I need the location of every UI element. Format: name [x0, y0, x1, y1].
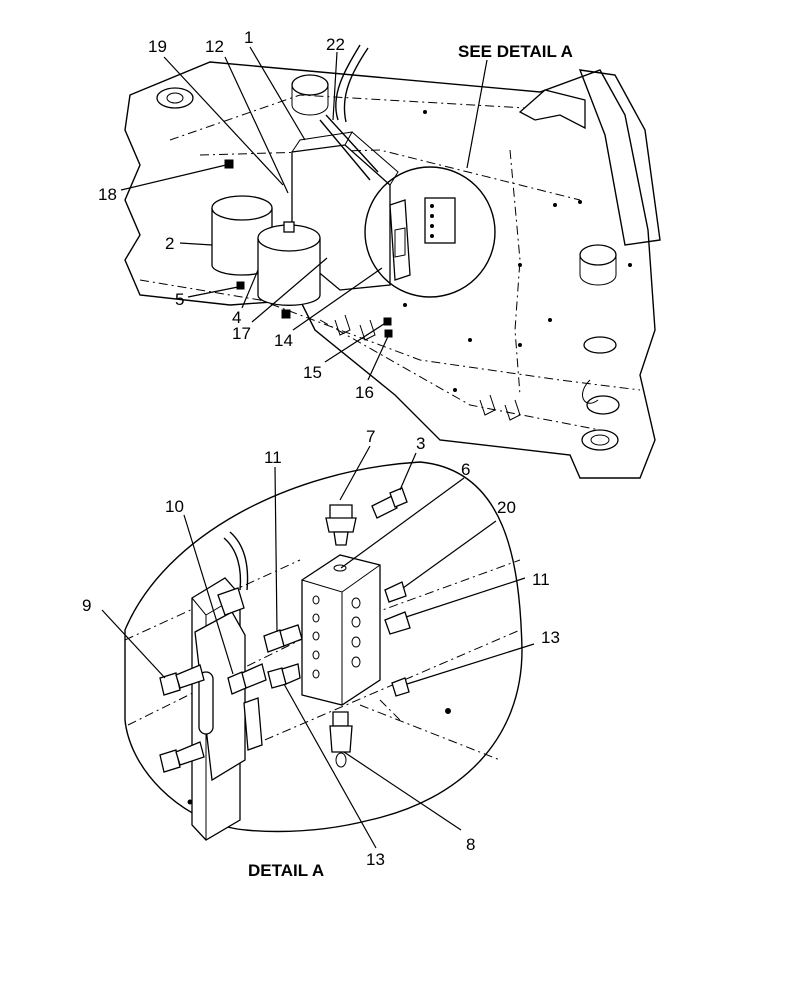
callout-1: 1: [244, 28, 253, 47]
callout-4: 4: [232, 308, 241, 327]
sensor-8: [329, 711, 353, 768]
callout-14: 14: [274, 331, 293, 350]
callout-12: 12: [205, 37, 224, 56]
see-detail-heading: SEE DETAIL A: [458, 42, 573, 61]
callout-6: 6: [461, 460, 470, 479]
callout-19: 19: [148, 37, 167, 56]
callout-22: 22: [326, 35, 345, 54]
callout-18: 18: [98, 185, 117, 204]
leader-lines: [101, 46, 535, 849]
callout-16: 16: [355, 383, 374, 402]
callout-5: 5: [175, 290, 184, 309]
manifold-ports: [312, 595, 361, 679]
callout-11-upper: 11: [264, 448, 282, 467]
callout-7: 7: [366, 427, 375, 446]
callout-13-bottom: 13: [366, 850, 385, 869]
sensor-7: [325, 504, 357, 546]
callout-20: 20: [497, 498, 516, 517]
callout-2: 2: [165, 234, 174, 253]
bolt-9: [159, 664, 205, 773]
callout-8: 8: [466, 835, 475, 854]
detail-a-view: [124, 461, 523, 841]
callout-11-lower: 11: [532, 570, 550, 589]
callout-9: 9: [82, 596, 91, 615]
callout-labels: SEE DETAIL A 19 12 1 22 18 2 5 4 17 14 1…: [82, 28, 573, 880]
frame-boss: [156, 74, 620, 451]
callout-13-right: 13: [541, 628, 560, 647]
callout-15: 15: [303, 363, 322, 382]
callout-10: 10: [165, 497, 184, 516]
callout-17: 17: [232, 324, 251, 343]
upper-assembly: [124, 44, 661, 479]
callout-3: 3: [416, 434, 425, 453]
detail-a-heading: DETAIL A: [248, 861, 324, 880]
